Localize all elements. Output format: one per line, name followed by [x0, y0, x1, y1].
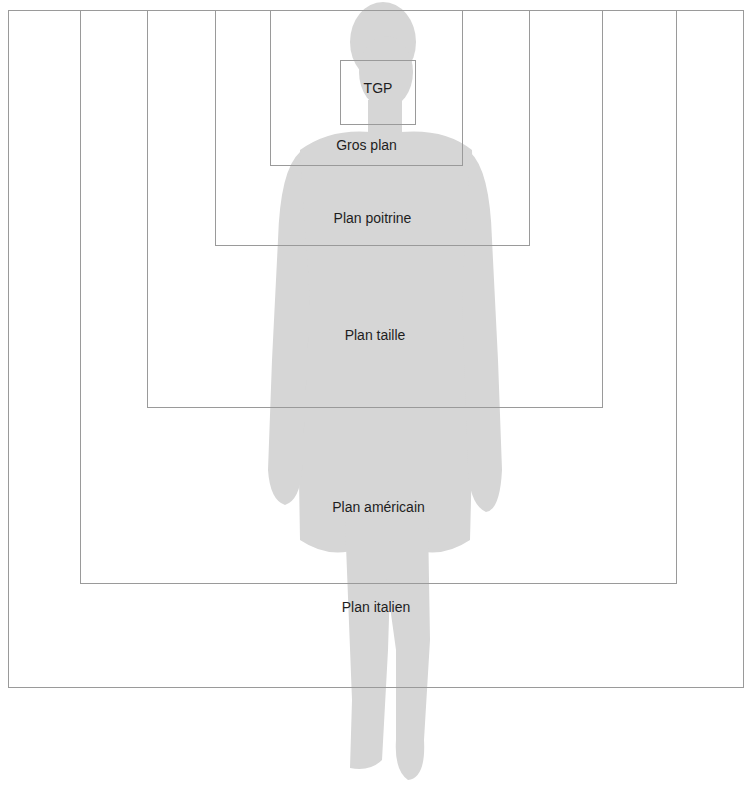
- shot-frame: Plan poitrine Gros plan TGP: [215, 10, 530, 246]
- shot-frame: TGP: [340, 60, 416, 125]
- shot-frame: Plan taille Plan poitrine Gros plan TGP: [147, 10, 603, 408]
- shot-label: Plan poitrine: [216, 209, 529, 227]
- shot-label: TGP: [341, 79, 415, 97]
- shot-label: Gros plan: [271, 136, 462, 154]
- silhouette-shapes: [268, 2, 502, 780]
- shot-label: Plan italien: [9, 598, 743, 616]
- shot-frame: Plan italienPlan américainPlan taillePla…: [8, 10, 744, 688]
- shot-frame: Gros plan TGP: [270, 10, 463, 166]
- shot-label: Plan taille: [148, 326, 602, 344]
- shot-label: Plan américain: [81, 498, 676, 516]
- shot-frame: Plan américain Plan taille Plan poitrine Gr…: [80, 10, 677, 584]
